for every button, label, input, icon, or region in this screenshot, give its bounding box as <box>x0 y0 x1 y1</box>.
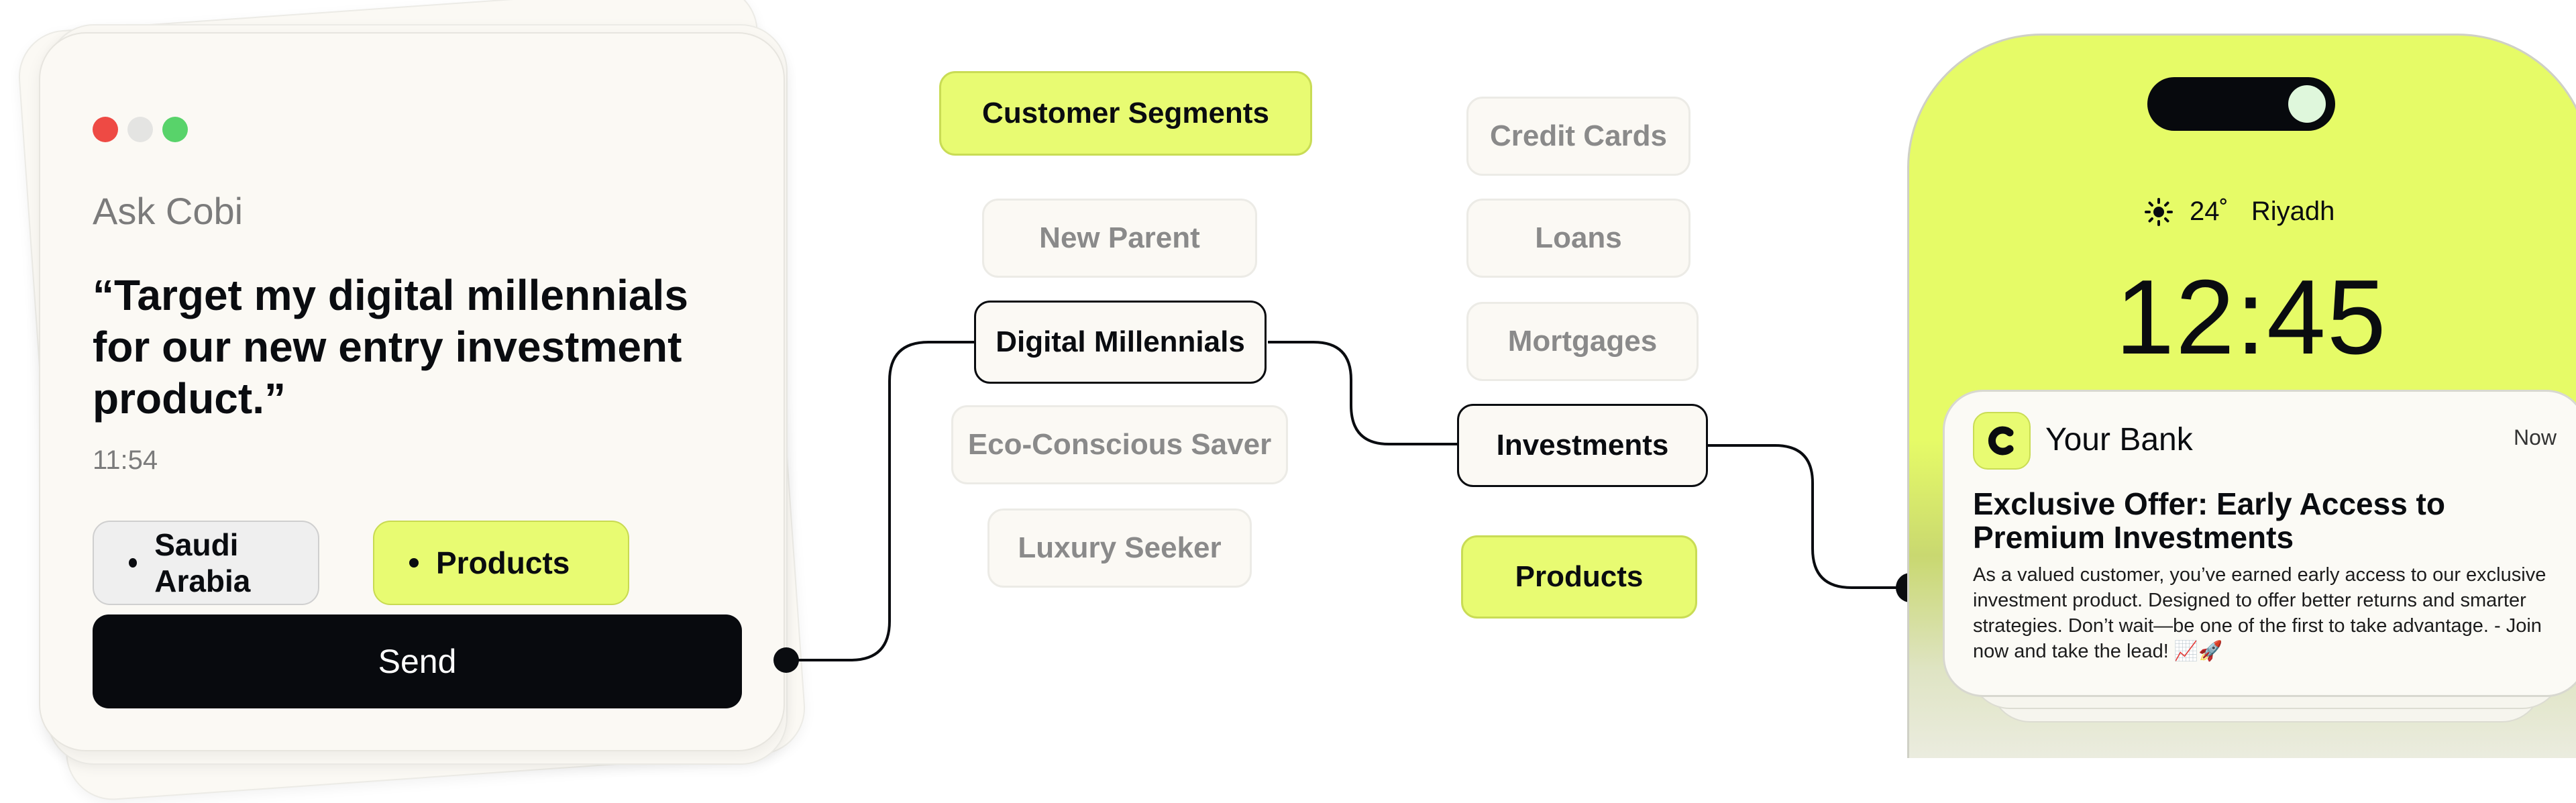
bullet-icon <box>129 558 138 568</box>
weather-widget: 24˚ Riyadh <box>2144 197 2334 227</box>
lock-screen-clock: 12:45 <box>2115 258 2387 376</box>
segment-digital-millennials[interactable]: Digital Millennials <box>974 301 1267 384</box>
temperature: 24˚ <box>2190 197 2229 226</box>
bullet-icon <box>409 558 419 568</box>
city-name: Riyadh <box>2251 197 2335 226</box>
chip-products[interactable]: Products <box>373 521 629 605</box>
ask-cobi-card: Ask Cobi “Target my digital millennials … <box>39 32 785 751</box>
connector-segment-to-product <box>1268 341 1457 445</box>
close-dot[interactable] <box>93 117 118 142</box>
toggle-knob <box>2288 85 2326 123</box>
prompt-message: “Target my digital millennials for our n… <box>93 271 688 423</box>
connector-product-to-phone <box>1708 444 1911 589</box>
products-footer[interactable]: Products <box>1461 535 1697 619</box>
assistant-label: Ask Cobi <box>93 190 244 232</box>
product-credit-cards[interactable]: Credit Cards <box>1466 97 1690 176</box>
product-mortgages[interactable]: Mortgages <box>1466 302 1699 381</box>
notification-app-name: Your Bank <box>2045 422 2193 458</box>
bank-app-icon <box>1973 412 2031 470</box>
phone-lock-screen: 24˚ Riyadh 12:45 Your Bank Now Exclusive… <box>1907 34 2576 758</box>
segment-eco-conscious-saver[interactable]: Eco-Conscious Saver <box>951 405 1288 484</box>
product-investments[interactable]: Investments <box>1457 404 1708 487</box>
notification-body: As a valued customer, you’ve earned earl… <box>1973 564 2546 662</box>
maximize-dot[interactable] <box>162 117 188 142</box>
minimize-dot[interactable] <box>127 117 153 142</box>
customer-segments-header[interactable]: Customer Segments <box>939 71 1312 156</box>
chip-saudi-arabia[interactable]: Saudi Arabia <box>93 521 319 605</box>
connector-chat-to-segment <box>786 341 975 661</box>
chip-label: Saudi Arabia <box>154 527 251 598</box>
c-logo-icon <box>1988 426 2014 456</box>
product-loans[interactable]: Loans <box>1466 199 1690 278</box>
segment-new-parent[interactable]: New Parent <box>982 199 1257 278</box>
chip-label: Products <box>436 545 570 580</box>
send-button[interactable]: Send <box>93 614 742 708</box>
notification-title: Exclusive Offer: Early Access to Premium… <box>1973 486 2445 555</box>
notification-time: Now <box>2513 425 2557 449</box>
bank-notification[interactable]: Your Bank Now Exclusive Offer: Early Acc… <box>1943 390 2576 697</box>
connector-start-node <box>773 647 799 673</box>
dynamic-island-toggle[interactable] <box>2147 77 2335 131</box>
message-time: 11:54 <box>93 445 158 475</box>
segment-luxury-seeker[interactable]: Luxury Seeker <box>987 508 1252 588</box>
sun-icon <box>2145 197 2173 226</box>
